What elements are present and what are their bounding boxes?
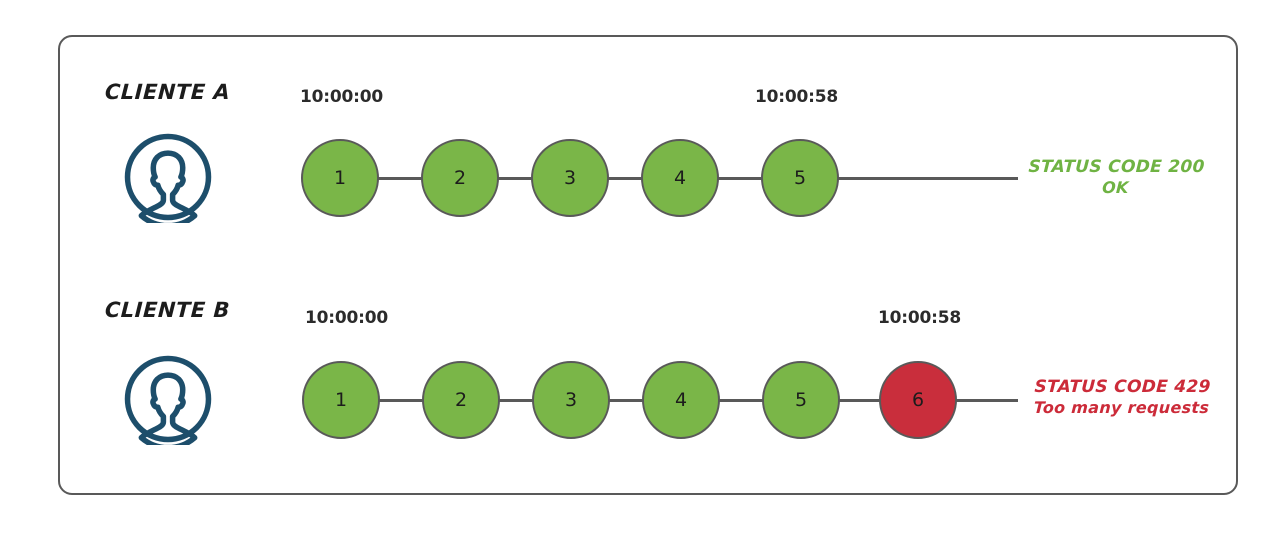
status-badge-b: STATUS CODE 429 Too many requests (1023, 377, 1221, 418)
status-code-line: STATUS CODE 429 (1033, 377, 1212, 397)
request-node-rejected[interactable]: 6 (879, 361, 957, 439)
request-node[interactable]: 4 (641, 139, 719, 217)
request-node[interactable]: 1 (301, 139, 379, 217)
request-node-number: 4 (674, 389, 688, 411)
timestamp-end-a: 10:00:58 (755, 87, 838, 107)
request-node[interactable]: 2 (421, 139, 499, 217)
request-node[interactable]: 3 (531, 139, 609, 217)
request-node-number: 5 (793, 167, 807, 189)
request-node-number: 1 (334, 389, 348, 411)
request-node-number: 1 (333, 167, 347, 189)
request-node[interactable]: 3 (532, 361, 610, 439)
request-node-number: 3 (564, 389, 578, 411)
timestamp-start-b: 10:00:00 (305, 308, 388, 328)
timestamp-start-a: 10:00:00 (300, 87, 383, 107)
request-node-number: 4 (673, 167, 687, 189)
user-avatar-icon (122, 353, 214, 445)
timestamp-end-b: 10:00:58 (878, 308, 961, 328)
status-message-line: OK (1101, 178, 1130, 198)
diagram-frame (58, 35, 1238, 495)
status-message-line: Too many requests (1033, 398, 1210, 418)
request-node[interactable]: 5 (761, 139, 839, 217)
request-node-number: 2 (453, 167, 467, 189)
request-node-number: 3 (563, 167, 577, 189)
request-node[interactable]: 5 (762, 361, 840, 439)
client-label-a: CLIENTE A (104, 80, 231, 104)
client-label-b: CLIENTE B (104, 298, 231, 322)
request-node-number: 6 (911, 389, 925, 411)
user-avatar-icon (122, 131, 214, 223)
status-badge-a: STATUS CODE 200 OK (1025, 157, 1207, 198)
status-code-line: STATUS CODE 200 (1027, 157, 1206, 177)
request-node-number: 2 (454, 389, 468, 411)
request-node-number: 5 (794, 389, 808, 411)
request-node[interactable]: 2 (422, 361, 500, 439)
request-node[interactable]: 1 (302, 361, 380, 439)
request-node[interactable]: 4 (642, 361, 720, 439)
